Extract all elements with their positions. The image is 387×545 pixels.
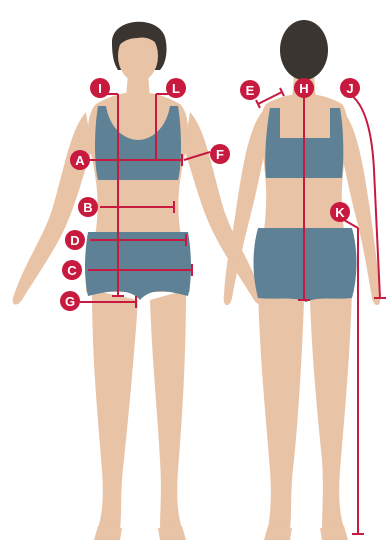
svg-text:B: B: [83, 200, 92, 215]
back-right-leg: [310, 290, 352, 530]
svg-text:I: I: [98, 81, 102, 96]
svg-text:J: J: [346, 81, 353, 96]
front-right-leg: [150, 290, 186, 530]
back-left-leg: [258, 290, 304, 530]
front-right-foot: [158, 526, 186, 540]
svg-text:L: L: [172, 81, 180, 96]
marker-l: L: [166, 78, 186, 98]
back-head: [280, 20, 328, 80]
front-left-leg: [92, 290, 138, 530]
marker-c: C: [62, 260, 82, 280]
svg-text:E: E: [246, 83, 255, 98]
back-left-foot: [264, 526, 292, 540]
svg-text:C: C: [67, 263, 77, 278]
svg-text:A: A: [75, 153, 85, 168]
svg-text:K: K: [335, 205, 345, 220]
marker-k: K: [330, 202, 350, 222]
back-right-foot: [320, 526, 348, 540]
marker-j: J: [340, 78, 360, 98]
marker-b: B: [78, 197, 98, 217]
marker-h: H: [294, 78, 314, 98]
svg-text:D: D: [70, 233, 79, 248]
marker-g: G: [60, 291, 80, 311]
svg-text:G: G: [65, 294, 75, 309]
marker-a: A: [70, 150, 90, 170]
svg-text:H: H: [299, 81, 308, 96]
marker-f: F: [210, 144, 230, 164]
svg-text:F: F: [216, 147, 224, 162]
marker-d: D: [65, 230, 85, 250]
front-briefs: [85, 232, 191, 300]
front-left-foot: [94, 526, 122, 540]
marker-i: I: [90, 78, 110, 98]
marker-e: E: [240, 80, 260, 100]
